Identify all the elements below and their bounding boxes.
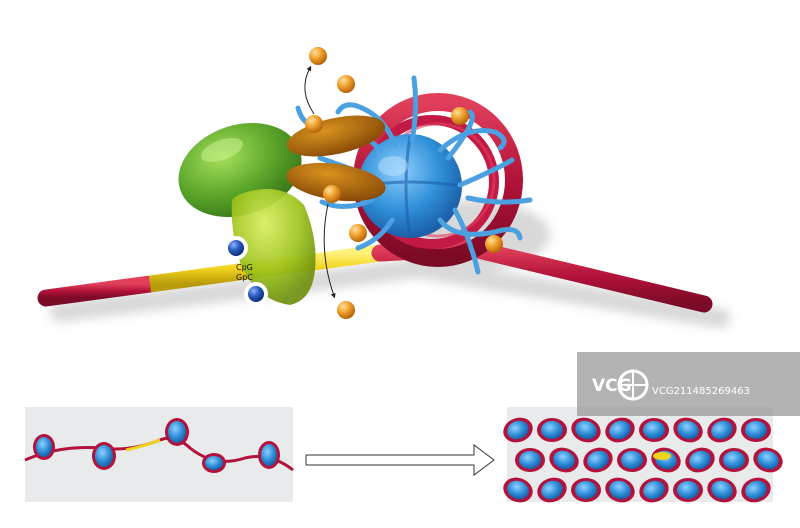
methyl-groups [224, 236, 268, 306]
acetyl-ball [305, 115, 323, 133]
nucleosome-bead [753, 447, 783, 473]
watermark-background [577, 352, 800, 416]
nucleosome-bead [639, 477, 669, 503]
cpg-label: CpG [236, 263, 253, 272]
nucleosome-bead [685, 447, 715, 473]
watermark-brand: VCG [592, 376, 632, 396]
watermark: VCG VCG211485269463 [577, 352, 800, 416]
vcg-logo-icon [617, 369, 649, 401]
nucleosome-bead [741, 418, 771, 442]
nucleosome-bead [571, 417, 601, 443]
nucleosome-bead [605, 417, 635, 443]
nucleosome-bead [673, 478, 703, 502]
acetyl-ball [485, 235, 503, 253]
dna-fiber-methylated [125, 438, 161, 452]
acetyl-ball [337, 301, 355, 319]
panel-background [25, 407, 293, 502]
nucleosome-bead [549, 447, 579, 473]
open-chromatin-panel [24, 407, 294, 502]
nucleosome-bead [537, 477, 567, 503]
nucleosome-bead [673, 417, 703, 443]
release-arrow-up [304, 65, 315, 115]
condensed-chromatin-panel [503, 407, 783, 503]
enzyme-lightgreen [231, 189, 316, 305]
watermark-id: VCG211485269463 [652, 386, 750, 397]
nucleosome-bead [33, 434, 55, 460]
nucleosome-bead [583, 447, 613, 473]
nucleosome-bead [639, 418, 669, 442]
nucleosome-bead [571, 478, 601, 502]
protein-brown-bottom [286, 162, 386, 202]
nucleosome-bead [719, 448, 749, 472]
nucleosome-bead [741, 477, 771, 503]
methyl-ball [248, 286, 264, 302]
gpc-label: GpC [236, 273, 253, 282]
nucleosome-bead [707, 417, 737, 443]
nucleosome-bead [617, 448, 647, 472]
main-illustration: CpG GpC [37, 47, 730, 328]
nucleosome-bead [503, 477, 533, 503]
transition-arrow [305, 444, 495, 476]
nucleosome-bead [605, 477, 635, 503]
acetyl-groups [305, 47, 503, 319]
acetyl-ball [323, 185, 341, 203]
acetyl-ball [451, 107, 469, 125]
acetyl-ball [309, 47, 327, 65]
nucleosome-bead [92, 442, 116, 470]
acetyl-ball [337, 75, 355, 93]
release-arrow-down [323, 203, 336, 299]
nucleosome-bead [503, 417, 533, 443]
nucleosome-beads-condensed [503, 417, 783, 503]
dna-strand-left [37, 275, 159, 307]
nucleosome-bead [707, 477, 737, 503]
acetyl-ball [349, 224, 367, 242]
nucleosome-bead [202, 453, 226, 473]
nucleosome-bead [537, 418, 567, 442]
methylated-marker [653, 452, 671, 460]
nucleosome-bead [515, 448, 545, 472]
nucleosome-bead [258, 441, 280, 469]
methyl-ball [228, 240, 244, 256]
nucleosome-beads-open [33, 418, 280, 473]
nucleosome-bead [165, 418, 189, 446]
